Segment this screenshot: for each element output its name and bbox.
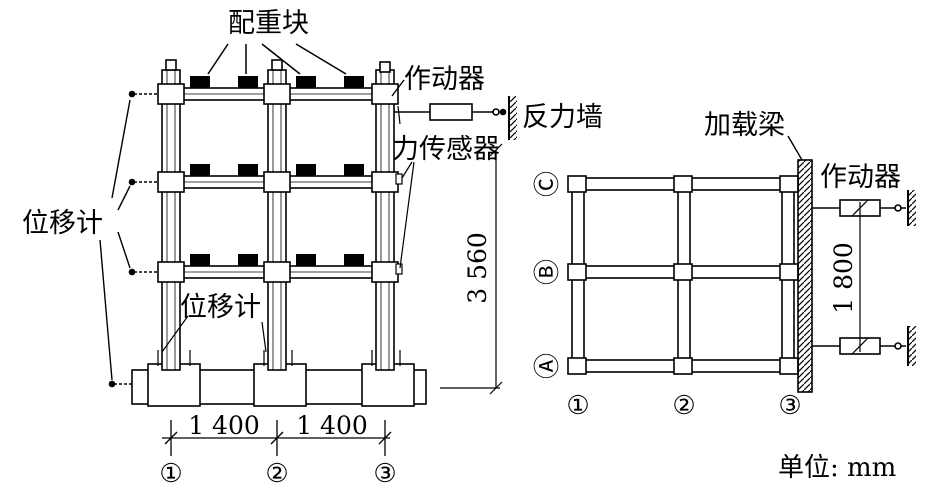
displacement-meter-base <box>108 380 132 388</box>
axis-plan-y-c: Ⓒ <box>533 171 563 197</box>
axis-elevation-2: ② <box>265 459 288 489</box>
label-actuator-right: 作动器 <box>820 162 901 193</box>
axis-elevation-3: ③ <box>373 459 396 489</box>
dimension-height: 3 560 <box>463 232 492 304</box>
elevation-view <box>99 43 517 456</box>
displacement-meter-floor-1 <box>128 268 158 276</box>
label-actuator-left: 作动器 <box>404 64 485 95</box>
force-sensors <box>395 105 415 275</box>
label-reaction-wall: 反力墙 <box>522 102 603 133</box>
axis-plan-x-2: ② <box>672 391 695 421</box>
label-displacement-meter-left: 位移计 <box>22 208 103 239</box>
label-force-sensor: 力传感器 <box>392 134 500 165</box>
displacement-leaders-left <box>99 99 131 381</box>
column-1 <box>161 59 181 371</box>
axis-plan-y-a: Ⓐ <box>533 353 563 379</box>
axis-plan-x-3: ③ <box>778 391 801 421</box>
actuator-left <box>394 103 507 121</box>
actuator-spacing-dimension <box>853 201 867 353</box>
axis-elevation-1: ① <box>159 459 182 489</box>
column-2 <box>267 59 287 371</box>
label-displacement-meter-bottom: 位移计 <box>180 292 261 323</box>
actuator-right-lower <box>812 326 916 366</box>
foundation-pedestal-1 <box>147 363 201 407</box>
displacement-meters-base <box>157 315 401 366</box>
column-3 <box>375 61 395 371</box>
counterweight-blocks <box>190 76 364 266</box>
dimension-span-right: 1 400 <box>296 411 368 440</box>
displacement-meter-floor-3 <box>128 90 158 98</box>
label-counterweight: 配重块 <box>228 8 309 39</box>
displacement-meters-left <box>108 90 158 388</box>
foundation-pedestal-3 <box>361 363 415 407</box>
span-dimension <box>162 420 392 456</box>
reaction-wall <box>508 96 517 140</box>
dimension-span-left: 1 400 <box>188 411 260 440</box>
label-loading-beam: 加载梁 <box>704 110 785 141</box>
actuator-right-upper <box>812 190 916 226</box>
axis-plan-x-1: ① <box>566 391 589 421</box>
joint-blocks <box>157 83 399 283</box>
loading-beam-leader <box>787 135 803 161</box>
plan-joints <box>567 175 799 375</box>
dimension-actuator-spacing: 1 800 <box>829 242 858 314</box>
plan-view <box>567 135 916 393</box>
displacement-meter-floor-2 <box>128 178 158 186</box>
counterweight-leaders <box>207 43 347 75</box>
height-dimension <box>440 143 503 395</box>
loading-beam <box>797 159 813 393</box>
unit-label: 单位: mm <box>778 453 896 483</box>
axis-plan-y-b: Ⓑ <box>533 259 563 285</box>
actuator-leader <box>391 79 405 97</box>
